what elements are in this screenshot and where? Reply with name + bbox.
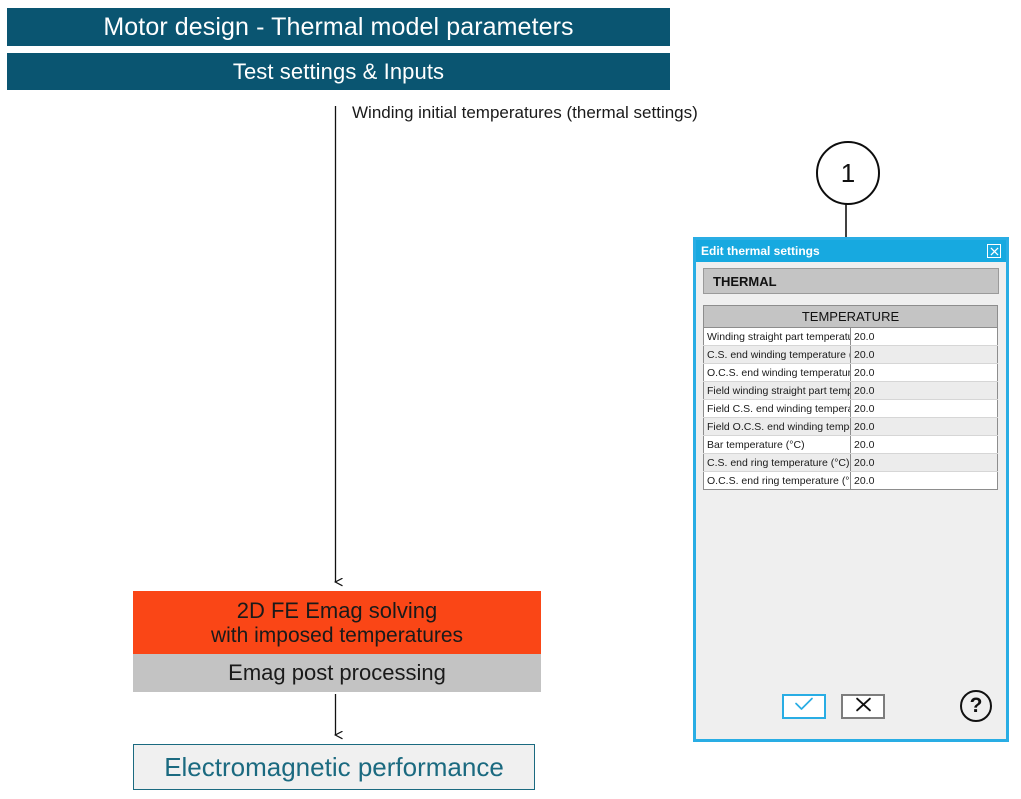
callout-number: 1 xyxy=(840,157,856,188)
dialog-footer: ? xyxy=(696,690,1006,730)
help-button[interactable]: ? xyxy=(960,690,992,722)
temperature-label-cell: Field winding straight part temperature … xyxy=(703,381,851,400)
temperature-value-cell[interactable]: 20.0 xyxy=(850,381,998,400)
emag-solving-line1: 2D FE Emag solving xyxy=(236,597,438,623)
temperature-label-cell: Winding straight part temperature (°C) xyxy=(703,327,851,346)
close-icon[interactable] xyxy=(987,244,1001,258)
table-row[interactable]: Winding straight part temperature (°C)20… xyxy=(703,327,998,346)
table-row[interactable]: Field winding straight part temperature … xyxy=(703,381,998,400)
temperature-value-cell[interactable]: 20.0 xyxy=(850,363,998,382)
section-subtitle-banner: Test settings & Inputs xyxy=(7,53,670,90)
temperature-label-cell: Field O.C.S. end winding temperature (°C… xyxy=(703,417,851,436)
flow-box-emag-solving: 2D FE Emag solving with imposed temperat… xyxy=(133,591,541,654)
callout-badge-1: 1 xyxy=(816,141,880,205)
temperature-value-cell[interactable]: 20.0 xyxy=(850,345,998,364)
cross-icon xyxy=(855,697,872,717)
temperature-value-cell[interactable]: 20.0 xyxy=(850,417,998,436)
table-row[interactable]: O.C.S. end winding temperature (°C)20.0 xyxy=(703,363,998,382)
table-row[interactable]: Field O.C.S. end winding temperature (°C… xyxy=(703,417,998,436)
edit-thermal-settings-dialog[interactable]: Edit thermal settings THERMAL TEMPERATUR… xyxy=(693,237,1009,742)
dialog-body: THERMAL TEMPERATURE Winding straight par… xyxy=(696,262,1006,739)
table-row[interactable]: C.S. end winding temperature (°C)20.0 xyxy=(703,345,998,364)
performance-label: Electromagnetic performance xyxy=(164,751,504,782)
table-header-temperature: TEMPERATURE xyxy=(703,305,998,328)
table-row[interactable]: C.S. end ring temperature (°C)20.0 xyxy=(703,453,998,472)
annotation-label: Winding initial temperatures (thermal se… xyxy=(352,103,698,122)
table-header-row: TEMPERATURE xyxy=(703,305,998,328)
page-title-banner: Motor design - Thermal model parameters xyxy=(7,8,670,46)
emag-solving-line2: with imposed temperatures xyxy=(210,623,464,647)
section-subtitle: Test settings & Inputs xyxy=(232,58,445,84)
question-mark-icon: ? xyxy=(969,694,983,717)
flow-box-electromagnetic-performance: Electromagnetic performance xyxy=(133,744,535,790)
temperature-label-cell: C.S. end winding temperature (°C) xyxy=(703,345,851,364)
temperature-label-cell: Field C.S. end winding temperature (°C) xyxy=(703,399,851,418)
page-title: Motor design - Thermal model parameters xyxy=(103,12,574,41)
temperature-label-cell: Bar temperature (°C) xyxy=(703,435,851,454)
table-row[interactable]: Bar temperature (°C)20.0 xyxy=(703,435,998,454)
cancel-button[interactable] xyxy=(841,694,885,719)
temperature-value-cell[interactable]: 20.0 xyxy=(850,453,998,472)
temperature-value-cell[interactable]: 20.0 xyxy=(850,435,998,454)
temperature-value-cell[interactable]: 20.0 xyxy=(850,399,998,418)
ok-button[interactable] xyxy=(782,694,826,719)
temperature-value-cell[interactable]: 20.0 xyxy=(850,471,998,490)
section-header-thermal: THERMAL xyxy=(703,268,999,294)
table-row[interactable]: O.C.S. end ring temperature (°C)20.0 xyxy=(703,471,998,490)
table-row[interactable]: Field C.S. end winding temperature (°C)2… xyxy=(703,399,998,418)
temperature-label-cell: C.S. end ring temperature (°C) xyxy=(703,453,851,472)
dialog-titlebar[interactable]: Edit thermal settings xyxy=(696,240,1006,262)
section-header-label: THERMAL xyxy=(713,273,777,289)
check-icon xyxy=(794,697,814,716)
temperature-table[interactable]: TEMPERATURE Winding straight part temper… xyxy=(703,305,998,490)
temperature-value-cell[interactable]: 20.0 xyxy=(850,327,998,346)
dialog-title: Edit thermal settings xyxy=(701,244,820,258)
temperature-label-cell: O.C.S. end ring temperature (°C) xyxy=(703,471,851,490)
temperature-label-cell: O.C.S. end winding temperature (°C) xyxy=(703,363,851,382)
flow-box-emag-post-processing: Emag post processing xyxy=(133,654,541,692)
emag-post-label: Emag post processing xyxy=(228,660,446,685)
